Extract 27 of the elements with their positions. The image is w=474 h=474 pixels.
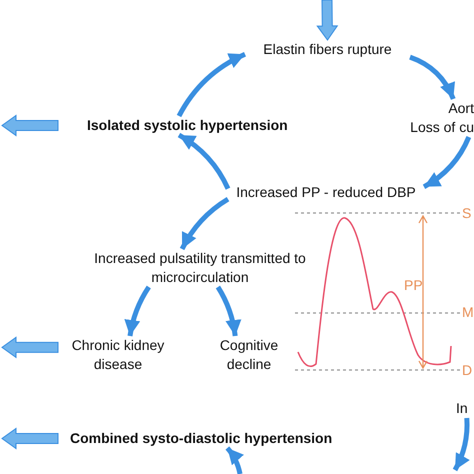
step-text: Cognitive decline: [203, 336, 295, 374]
curved-arrow: [422, 136, 472, 189]
curved-arrow: [180, 197, 230, 250]
waveform-label: M: [462, 304, 474, 320]
curved-arrow: [178, 132, 230, 190]
block-arrow: [1, 336, 58, 358]
block-arrow: [1, 114, 58, 136]
step-text: Loss of cu: [409, 118, 474, 137]
step-text: Elastin fibers rupture: [245, 40, 410, 59]
step-text: In: [456, 399, 474, 418]
step-text: Chronic kidney disease: [58, 336, 178, 374]
curved-arrow: [176, 52, 246, 118]
block-arrow: [1, 428, 58, 450]
waveform-label: D: [462, 362, 472, 378]
waveform-label: S: [462, 205, 472, 221]
block-arrow: [316, 0, 338, 41]
step-text: Aort: [447, 99, 474, 118]
curved-arrow: [452, 418, 470, 472]
curved-arrow: [225, 446, 244, 474]
curved-arrow: [124, 286, 151, 336]
waveform-label: PP: [404, 277, 423, 293]
curved-arrow: [216, 286, 242, 336]
step-text: Isolated systolic hypertension: [58, 116, 300, 135]
step-text: Combined systo-diastolic hypertension: [58, 429, 350, 448]
step-text: Increased pulsatility transmitted to microcirculation: [72, 249, 328, 287]
curved-arrow: [409, 54, 456, 100]
step-text: Increased PP - reduced DBP: [228, 183, 424, 202]
